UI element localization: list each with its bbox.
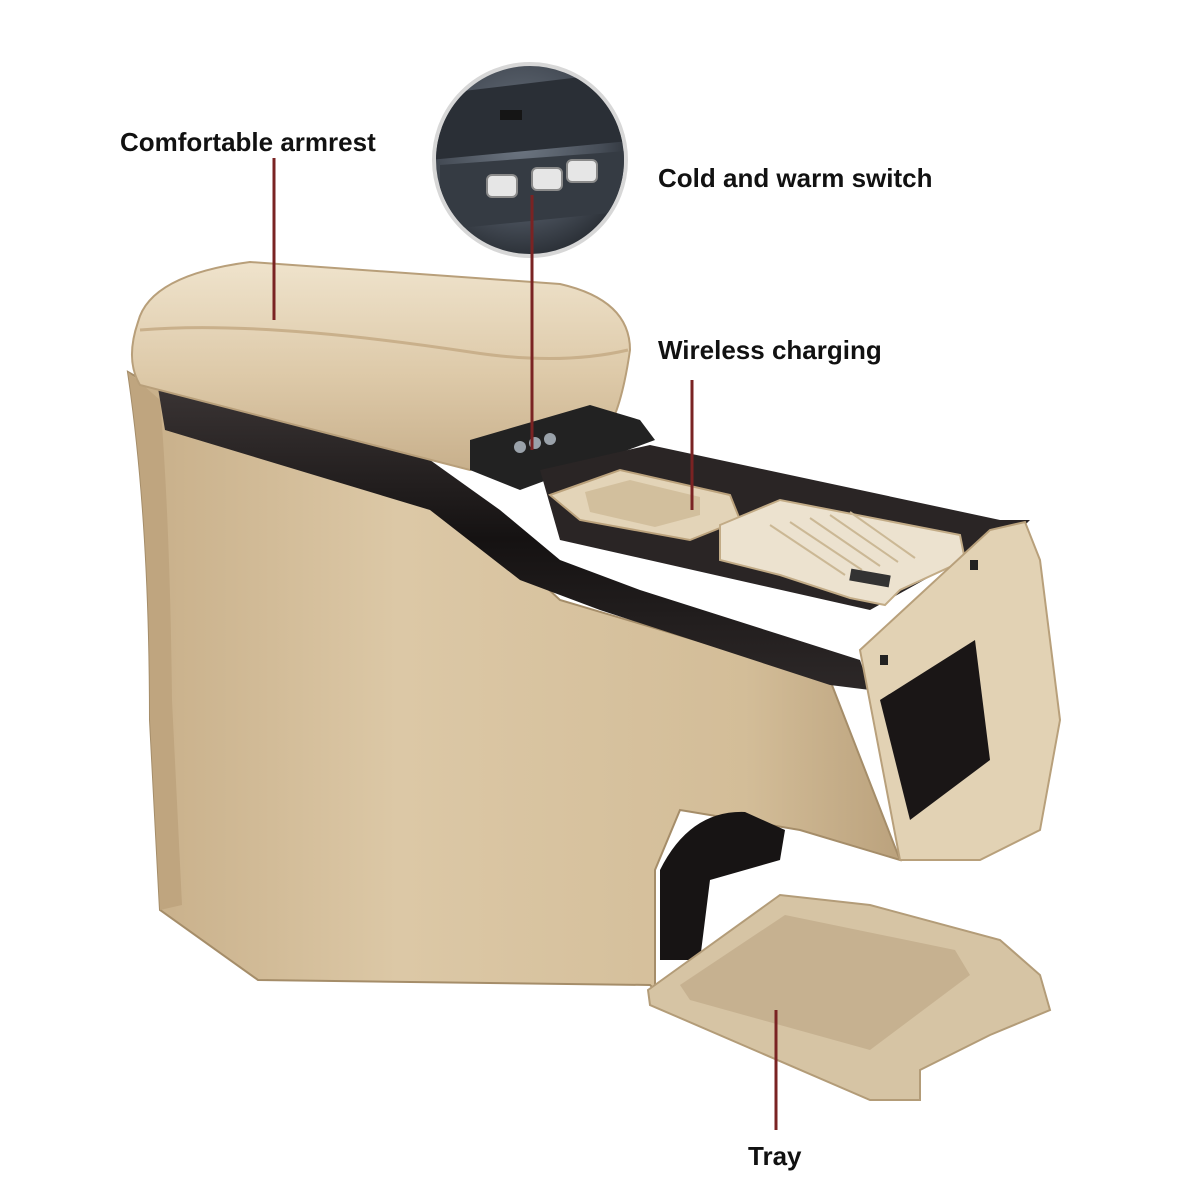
rear-usb-icon (880, 655, 888, 665)
zoom-warm-button-icon (531, 167, 563, 191)
tray-arch-opening (660, 811, 785, 960)
tray-callout: Tray (748, 1141, 802, 1171)
armrest-callout: Comfortable armrest (120, 127, 376, 157)
lid-badge (849, 568, 891, 588)
armrest-cushion (130, 260, 632, 472)
cup-holder-lid (719, 498, 967, 607)
console-trim-band (158, 388, 870, 690)
rear-vent-icon (970, 560, 978, 570)
zoom-power-button-icon (566, 159, 598, 183)
charging-pad-recess (585, 480, 700, 527)
rear-storage-opening (880, 640, 990, 820)
switch-callout: Cold and warm switch (658, 163, 933, 193)
tray-inner (680, 915, 970, 1050)
power-button-icon[interactable] (544, 433, 556, 445)
switch-zoom-inset (432, 62, 628, 258)
cold-button-icon[interactable] (514, 441, 526, 453)
control-panel (470, 405, 655, 490)
wireless-charging-callout: Wireless charging (658, 335, 882, 365)
zoom-cold-button-icon (486, 174, 518, 198)
armrest-seam (139, 326, 629, 361)
console-side-panel (128, 372, 182, 910)
